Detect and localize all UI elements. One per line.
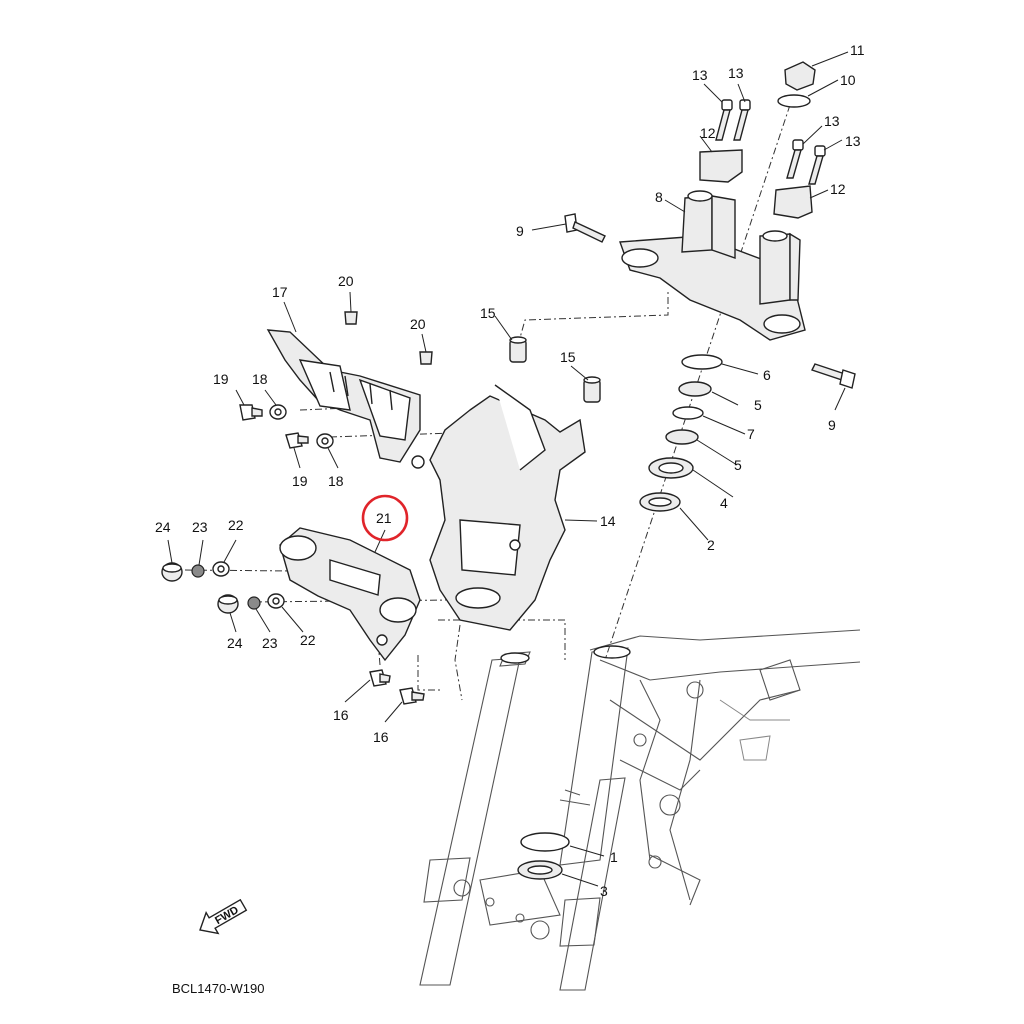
callout-13: 13 bbox=[728, 65, 744, 81]
ring-nut-5a bbox=[678, 381, 712, 397]
callout-9: 9 bbox=[828, 417, 836, 433]
callout-13: 13 bbox=[845, 133, 861, 149]
callout-19: 19 bbox=[292, 473, 308, 489]
handlebar-clamp-bolts bbox=[699, 61, 826, 219]
pinch-bolt-9b bbox=[811, 363, 856, 389]
callout-22: 22 bbox=[228, 517, 244, 533]
callout-16: 16 bbox=[373, 729, 389, 745]
callout-21: 21 bbox=[376, 510, 392, 526]
bolt-16a bbox=[369, 669, 391, 687]
callout-12: 12 bbox=[700, 125, 716, 141]
callout-13: 13 bbox=[692, 67, 708, 83]
frame-structure bbox=[559, 629, 861, 906]
callout-5: 5 bbox=[734, 457, 742, 473]
callout-23: 23 bbox=[262, 635, 278, 651]
callout-24: 24 bbox=[227, 635, 243, 651]
callout-16: 16 bbox=[333, 707, 349, 723]
bolt-19b bbox=[285, 432, 309, 449]
upper-holder-12b bbox=[773, 185, 813, 219]
collar-15b bbox=[583, 376, 601, 403]
callout-10: 10 bbox=[840, 72, 856, 88]
callout-11: 11 bbox=[850, 42, 865, 58]
ring-nut-6 bbox=[681, 354, 723, 370]
nut-23b bbox=[247, 596, 261, 610]
highlight-circle-21 bbox=[361, 494, 409, 542]
callout-19: 19 bbox=[213, 371, 229, 387]
callout-20: 20 bbox=[410, 316, 426, 332]
bearing-stack bbox=[639, 354, 723, 512]
callout-7: 7 bbox=[747, 426, 755, 442]
callout-15: 15 bbox=[560, 349, 576, 365]
callout-20: 20 bbox=[338, 273, 354, 289]
bolt-13a bbox=[715, 99, 733, 141]
callout-12: 12 bbox=[830, 181, 846, 197]
callout-8: 8 bbox=[655, 189, 663, 205]
bolt-13d bbox=[808, 145, 826, 185]
diagram-code: BCL1470-W190 bbox=[172, 981, 265, 996]
pinch-bolt-9a bbox=[564, 213, 606, 243]
lower-bearings bbox=[517, 832, 570, 880]
callout-14: 14 bbox=[600, 513, 616, 529]
bolt-13b bbox=[733, 99, 751, 141]
nut-23a bbox=[191, 564, 205, 578]
collar-15a bbox=[509, 336, 527, 363]
fwd-label: FWD bbox=[213, 904, 241, 927]
upper-bracket-8 bbox=[619, 190, 806, 341]
bolt-19a bbox=[239, 404, 263, 421]
callout-leaders bbox=[167, 51, 849, 887]
bolt-16b bbox=[399, 687, 425, 705]
washer-7 bbox=[672, 406, 704, 420]
callout-4: 4 bbox=[720, 495, 728, 511]
callout-3: 3 bbox=[600, 883, 608, 899]
callout-13: 13 bbox=[824, 113, 840, 129]
callout-22: 22 bbox=[300, 632, 316, 648]
ring-nut-5b bbox=[665, 429, 699, 445]
callout-1: 1 bbox=[610, 849, 618, 865]
callout-5: 5 bbox=[754, 397, 762, 413]
fwd-arrow-icon: FWD bbox=[199, 898, 248, 935]
stay-17 bbox=[266, 329, 421, 463]
upper-holder-12a bbox=[699, 149, 743, 183]
fork-tubes bbox=[419, 651, 626, 991]
callout-2: 2 bbox=[707, 537, 715, 553]
callout-9: 9 bbox=[516, 223, 524, 239]
callout-23: 23 bbox=[192, 519, 208, 535]
damper-24a bbox=[161, 562, 183, 582]
callout-labels: 11 10 13 13 13 13 12 12 8 9 9 15 15 6 5 … bbox=[155, 42, 865, 899]
washer-10 bbox=[777, 94, 811, 108]
grommet-20a bbox=[344, 311, 358, 325]
grommet-20b bbox=[419, 351, 433, 365]
callout-24: 24 bbox=[155, 519, 171, 535]
callout-18: 18 bbox=[252, 371, 268, 387]
callout-17: 17 bbox=[272, 284, 288, 300]
damper-24b bbox=[217, 594, 239, 614]
callout-15: 15 bbox=[480, 305, 496, 321]
bearing-1 bbox=[520, 832, 570, 852]
callout-6: 6 bbox=[763, 367, 771, 383]
part-21-clamp bbox=[279, 527, 421, 662]
bracket-14 bbox=[411, 384, 586, 631]
steering-nut-11 bbox=[784, 61, 816, 91]
bolt-13c bbox=[786, 139, 804, 179]
callout-18: 18 bbox=[328, 473, 344, 489]
